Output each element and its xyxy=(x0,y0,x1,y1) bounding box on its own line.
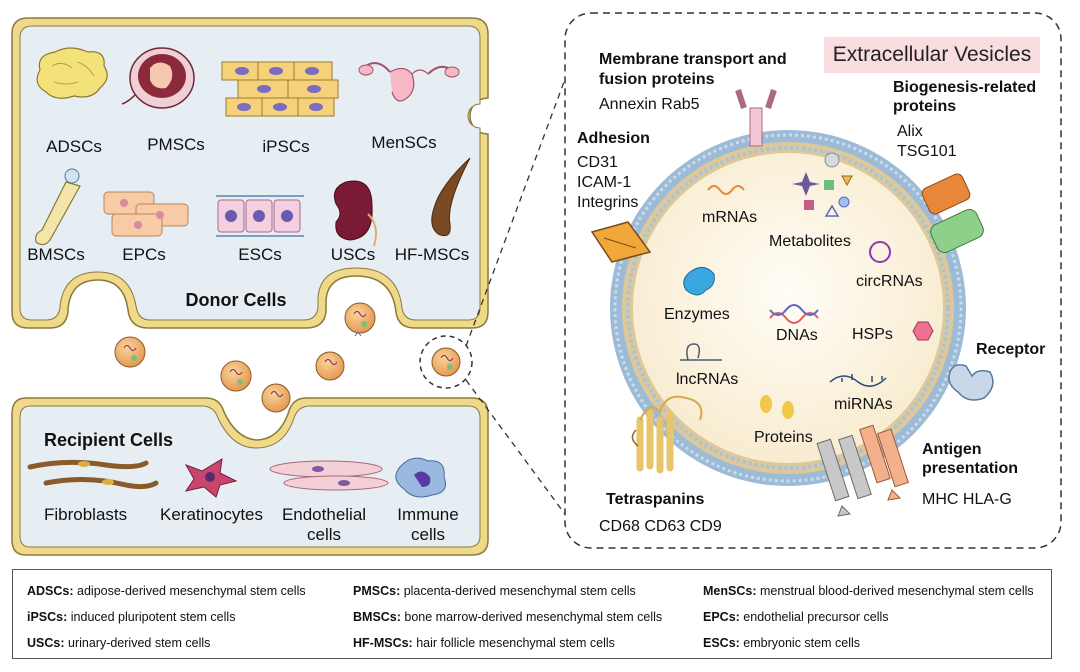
biogenesis-item-alix: Alix xyxy=(897,123,923,140)
tetraspanins-items: CD68 CD63 CD9 xyxy=(599,518,722,535)
cell-label-menscs: MenSCs xyxy=(371,133,437,152)
cargo-label-enzymes: Enzymes xyxy=(664,306,730,323)
biogenesis-item-tsg101: TSG101 xyxy=(897,143,957,160)
cargo-label-mrnas: mRNAs xyxy=(702,209,758,226)
adhesion-item-integrins: Integrins xyxy=(577,194,639,211)
cell-label-pmscs: PMSCs xyxy=(147,135,205,154)
recipient-cell-icons xyxy=(27,457,446,498)
cargo-label-dnas: DNAs xyxy=(776,327,818,344)
lncrna-icon xyxy=(680,343,722,361)
cell-label-fibroblasts: Fibroblasts xyxy=(44,505,128,524)
donor-cell-cytoplasm xyxy=(19,25,481,321)
cell-label-uscs: USCs xyxy=(330,245,376,264)
cargo-label-circrnas: circRNAs xyxy=(856,273,923,290)
legend-item: USCs: urinary-derived stem cells xyxy=(27,636,211,650)
legend-item: ESCs: embryonic stem cells xyxy=(703,636,861,650)
esc-icon xyxy=(216,195,304,237)
cell-label-escs: ESCs xyxy=(238,245,282,264)
tetraspanin-icon xyxy=(631,395,703,474)
endothelial-cell-icon xyxy=(269,460,389,491)
cell-label-endothelial-cells: cells xyxy=(306,525,342,544)
adhesion-title: Adhesion xyxy=(577,130,650,147)
cargo-label-hsps: HSPs xyxy=(852,326,893,343)
adhesion-item-cd31: CD31 xyxy=(577,154,618,171)
membrane-transport-title-1: Membrane transport and xyxy=(599,51,787,68)
bmsc-icon xyxy=(35,168,81,246)
cargo-label-metabolites: Metabolites xyxy=(769,233,851,250)
small-ev-icons xyxy=(114,302,473,413)
legend-item: iPSCs: induced pluripotent stem cells xyxy=(27,610,236,624)
membrane-transport-items: Annexin Rab5 xyxy=(599,96,700,113)
ipsc-icon xyxy=(221,61,339,117)
legend-item: MenSCs: menstrual blood-derived mesenchy… xyxy=(703,584,1034,598)
enzyme-icon xyxy=(683,267,715,296)
cell-label-adscs: ADSCs xyxy=(46,137,102,156)
biogenesis-protein-icon xyxy=(921,173,984,254)
mrna-icon xyxy=(707,185,745,195)
protein-cargo-icon xyxy=(760,395,794,419)
keratinocyte-icon xyxy=(184,458,238,498)
legend-item: ADSCs: adipose-derived mesenchymal stem … xyxy=(27,584,306,598)
tetraspanins-title: Tetraspanins xyxy=(606,491,705,508)
mirna-icon xyxy=(829,374,887,387)
recipient-cell-cytoplasm xyxy=(19,405,481,548)
ev-title: Extracellular Vesicles xyxy=(824,37,1040,73)
adhesion-protein-icon xyxy=(590,221,652,263)
usc-icon xyxy=(333,180,377,247)
antigen-presentation-icon xyxy=(816,424,909,517)
donor-cells-title: Donor Cells xyxy=(185,290,287,310)
cell-label-immune-cells: cells xyxy=(410,525,446,544)
cell-label-ipscs: iPSCs xyxy=(262,137,310,156)
receptor-icon xyxy=(948,364,994,401)
mensc-icon xyxy=(358,62,460,102)
receptor-title: Receptor xyxy=(976,341,1046,358)
cell-label-epcs: EPCs xyxy=(122,245,166,264)
membrane-transport-protein-icon xyxy=(735,89,777,147)
fibroblast-icon xyxy=(27,459,159,490)
cargo-label-lncrnas: lncRNAs xyxy=(676,371,739,388)
abbreviation-legend: ADSCs: adipose-derived mesenchymal stem … xyxy=(12,569,1052,659)
circrna-icon xyxy=(869,241,891,263)
biogenesis-title-1: Biogenesis-related xyxy=(893,79,1037,96)
cell-label-bmscs: BMSCs xyxy=(27,245,85,264)
hsp-icon xyxy=(912,321,934,341)
adsc-icon xyxy=(36,47,108,99)
hf-msc-icon xyxy=(431,157,471,237)
biogenesis-title-2: proteins xyxy=(893,98,957,115)
cargo-label-proteins: Proteins xyxy=(754,429,813,446)
cell-label-keratinocytes: Keratinocytes xyxy=(160,505,263,524)
immune-cell-icon xyxy=(395,457,446,498)
antigen-items: MHC HLA-G xyxy=(922,491,1012,508)
dna-icon xyxy=(769,304,819,324)
legend-item: HF-MSCs: hair follicle mesenchymal stem … xyxy=(353,636,615,650)
legend-item: EPCs: endothelial precursor cells xyxy=(703,610,889,624)
legend-item: PMSCs: placenta-derived mesenchymal stem… xyxy=(353,584,636,598)
cell-label-hf-mscs: HF-MSCs xyxy=(394,245,470,264)
antigen-title-2: presentation xyxy=(922,460,1019,477)
metabolites-icon xyxy=(792,172,853,217)
cargo-label-mirnas: miRNAs xyxy=(834,396,893,413)
epc-icon xyxy=(103,191,189,237)
legend-item: BMSCs: bone marrow-derived mesenchymal s… xyxy=(353,610,663,624)
recipient-cells-title: Recipient Cells xyxy=(44,430,174,450)
membrane-transport-title-2: fusion proteins xyxy=(599,71,715,88)
cell-label-immune: Immune xyxy=(397,505,459,524)
cell-label-endothelial: Endothelial xyxy=(281,505,367,524)
adhesion-item-icam1: ICAM-1 xyxy=(577,174,632,191)
pmsc-icon xyxy=(121,47,195,109)
antigen-title-1: Antigen xyxy=(922,441,982,458)
